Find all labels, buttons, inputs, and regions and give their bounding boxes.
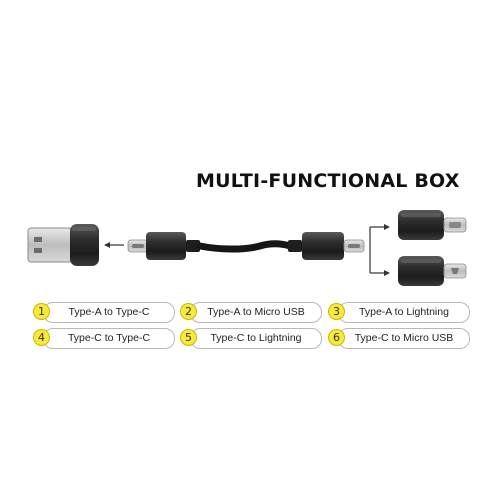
option-label: Type-C to Lightning xyxy=(210,332,302,344)
lightning-adapter xyxy=(398,210,467,240)
usb-a-adapter xyxy=(27,224,99,266)
number-badge: 2 xyxy=(180,303,197,320)
number-badge: 1 xyxy=(33,303,50,320)
bracket-icon xyxy=(369,224,390,276)
option-item: 2 Type-A to Micro USB xyxy=(180,302,322,323)
option-item: 5 Type-C to Lightning xyxy=(180,328,322,349)
option-label: Type-A to Lightning xyxy=(359,306,449,318)
option-item: 4 Type-C to Type-C xyxy=(33,328,175,349)
option-label: Type-A to Micro USB xyxy=(207,306,305,318)
option-item: 6 Type-C to Micro USB xyxy=(328,328,470,349)
number-badge: 3 xyxy=(328,303,345,320)
option-label: Type-C to Type-C xyxy=(67,332,151,344)
option-pill: Type-C to Type-C xyxy=(43,328,175,349)
option-label: Type-A to Type-C xyxy=(68,306,150,318)
option-item: 1 Type-A to Type-C xyxy=(33,302,175,323)
option-pill: Type-C to Micro USB xyxy=(338,328,470,349)
type-c-cable xyxy=(127,232,365,260)
number-badge: 6 xyxy=(328,329,345,346)
option-label: Type-C to Micro USB xyxy=(354,332,454,344)
option-pill: Type-C to Lightning xyxy=(190,328,322,349)
number-badge: 4 xyxy=(33,329,50,346)
micro-usb-adapter xyxy=(398,256,467,286)
option-item: 3 Type-A to Lightning xyxy=(328,302,470,323)
number-badge: 5 xyxy=(180,329,197,346)
option-pill: Type-A to Lightning xyxy=(338,302,470,323)
arrow-left-icon xyxy=(104,242,124,248)
product-headline: MULTI-FUNCTIONAL BOX xyxy=(196,170,460,192)
option-pill: Type-A to Micro USB xyxy=(190,302,322,323)
option-pill: Type-A to Type-C xyxy=(43,302,175,323)
